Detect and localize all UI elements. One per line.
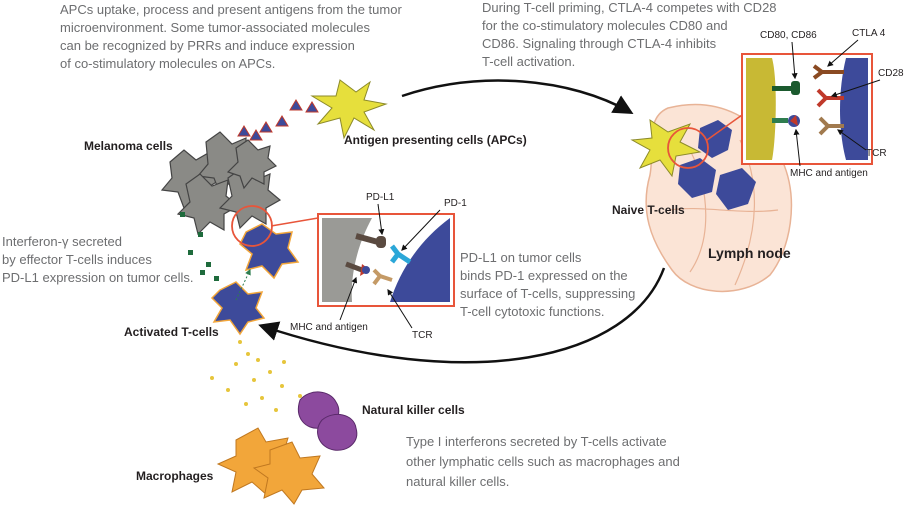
interferon-dot bbox=[180, 212, 185, 217]
cd28-label: CD28 bbox=[878, 68, 904, 79]
svg-text:for the co-stimulatory molecul: for the co-stimulatory molecules CD80 an… bbox=[482, 18, 728, 33]
pd1-label: PD-1 bbox=[444, 198, 467, 209]
svg-text:natural killer cells.: natural killer cells. bbox=[406, 474, 509, 489]
mhc-right-label: MHC and antigen bbox=[790, 168, 868, 179]
naive-tcell bbox=[716, 168, 756, 210]
pdl1-callout-line bbox=[270, 217, 319, 227]
svg-text:of co-stimulatory molecules on: of co-stimulatory molecules on APCs. bbox=[60, 56, 275, 71]
cd80-pointer bbox=[791, 41, 798, 80]
pd1-pointer bbox=[401, 209, 441, 251]
activated-tcell bbox=[210, 281, 266, 336]
interferon-gamma-dots bbox=[180, 212, 219, 281]
mhc-right-pointer bbox=[793, 128, 801, 167]
macrophages bbox=[216, 427, 326, 505]
pdl1-description: PD-L1 on tumor cells binds PD-1 expresse… bbox=[460, 250, 635, 319]
cytokine-dot bbox=[226, 388, 230, 392]
activated-to-tumor-arrow bbox=[235, 268, 251, 301]
apc-cell bbox=[310, 79, 388, 140]
svg-text:T-cell activation.: T-cell activation. bbox=[482, 54, 575, 69]
lymph-node-label: Lymph node bbox=[708, 245, 791, 261]
interferon-description: Interferon-γ secreted by effector T-cell… bbox=[2, 234, 193, 285]
tcr-right-pointer bbox=[837, 129, 867, 151]
antigen-icon bbox=[249, 129, 263, 141]
type1-interferon-dots bbox=[210, 340, 302, 412]
svg-text:binds PD-1 expressed on the: binds PD-1 expressed on the bbox=[460, 268, 628, 283]
cytokine-dot bbox=[244, 402, 248, 406]
svg-text:Type I interferons secreted by: Type I interferons secreted by T-cells a… bbox=[406, 434, 667, 449]
antigen-icon bbox=[237, 125, 251, 137]
antigen-icon bbox=[305, 101, 319, 113]
cytokine-dot bbox=[268, 370, 272, 374]
macrophages-label: Macrophages bbox=[136, 469, 214, 483]
cytokine-dot bbox=[246, 352, 250, 356]
interferon-dot bbox=[188, 250, 193, 255]
cytokine-dot bbox=[298, 394, 302, 398]
macrophage-cell bbox=[252, 441, 326, 505]
ctla4-pointer bbox=[827, 39, 859, 67]
svg-text:T-cell cytotoxic functions.: T-cell cytotoxic functions. bbox=[460, 304, 605, 319]
arrow-lymph-to-activated bbox=[258, 267, 666, 364]
antigen-icon bbox=[289, 99, 303, 111]
antigen-icon bbox=[275, 115, 289, 127]
cd80-cd86-label: CD80, CD86 bbox=[760, 30, 817, 41]
apc-in-lymph bbox=[630, 118, 702, 178]
svg-text:by effector T-cells induces: by effector T-cells induces bbox=[2, 252, 152, 267]
melanoma-cell bbox=[226, 139, 278, 190]
tcr-left-label: TCR bbox=[412, 330, 433, 341]
lymph-callout-line bbox=[706, 114, 743, 141]
activated-tcells-label: Activated T-cells bbox=[124, 325, 219, 339]
cytokine-dot bbox=[210, 376, 214, 380]
ctla4-label: CTLA 4 bbox=[852, 28, 886, 39]
apc-description: APCs uptake, process and present antigen… bbox=[60, 2, 402, 71]
svg-text:CD86. Signaling through CTLA-4: CD86. Signaling through CTLA-4 inhibits bbox=[482, 36, 717, 51]
interferon-dot bbox=[198, 232, 203, 237]
apc-label: Antigen presenting cells (APCs) bbox=[344, 133, 527, 147]
nk-cell bbox=[317, 413, 358, 451]
naive-tcells-label: Naive T-cells bbox=[612, 203, 685, 217]
pdl1-label: PD-L1 bbox=[366, 192, 395, 203]
svg-text:Interferon-γ secreted: Interferon-γ secreted bbox=[2, 234, 122, 249]
melanoma-cluster bbox=[160, 131, 282, 236]
melanoma-label: Melanoma cells bbox=[84, 139, 173, 153]
ctla4-inset bbox=[741, 53, 873, 165]
nk-cells bbox=[298, 391, 358, 451]
lymph-highlight-circle bbox=[667, 127, 709, 169]
tcr-right-label: TCR bbox=[866, 148, 887, 159]
svg-text:can be recognized by PRRs and: can be recognized by PRRs and induce exp… bbox=[60, 38, 355, 53]
cytokine-dot bbox=[256, 358, 260, 362]
ctla4-description: During T-cell priming, CTLA-4 competes w… bbox=[482, 0, 777, 69]
pdl1-inset bbox=[317, 213, 455, 307]
cd28-pointer bbox=[830, 79, 881, 98]
cytokine-dot bbox=[238, 340, 242, 344]
svg-text:other lymphatic cells such as: other lymphatic cells such as macrophage… bbox=[406, 454, 680, 469]
mhc-left-label: MHC and antigen bbox=[290, 322, 368, 333]
nk-label: Natural killer cells bbox=[362, 403, 465, 417]
cytokine-dot bbox=[260, 396, 264, 400]
interferon-dot bbox=[206, 262, 211, 267]
cytokine-dot bbox=[252, 378, 256, 382]
type1-description: Type I interferons secreted by T-cells a… bbox=[406, 434, 680, 489]
svg-text:During T-cell priming, CTLA-4: During T-cell priming, CTLA-4 competes w… bbox=[482, 0, 777, 15]
tumor-tcell-contact bbox=[239, 223, 300, 280]
mhc-left-pointer bbox=[339, 276, 358, 321]
cytokine-dot bbox=[280, 384, 284, 388]
cytokine-dot bbox=[274, 408, 278, 412]
cytokine-dot bbox=[234, 362, 238, 366]
svg-text:APCs uptake, process and prese: APCs uptake, process and present antigen… bbox=[60, 2, 402, 17]
antigen-icon bbox=[259, 121, 273, 133]
interferon-dot bbox=[200, 270, 205, 275]
arrow-apc-to-lymph bbox=[401, 79, 634, 114]
interferon-dot bbox=[214, 276, 219, 281]
svg-text:surface of T-cells, suppressin: surface of T-cells, suppressing bbox=[460, 286, 635, 301]
cytokine-dot bbox=[282, 360, 286, 364]
svg-text:microenvironment. Some tumor-a: microenvironment. Some tumor-associated … bbox=[60, 20, 370, 35]
svg-text:PD-L1 on tumor cells: PD-L1 on tumor cells bbox=[460, 250, 582, 265]
tcr-left-pointer bbox=[387, 288, 413, 329]
naive-tcell bbox=[698, 120, 732, 158]
pdl1-pointer bbox=[377, 203, 385, 236]
svg-text:PD-L1 expression on tumor cell: PD-L1 expression on tumor cells. bbox=[2, 270, 193, 285]
